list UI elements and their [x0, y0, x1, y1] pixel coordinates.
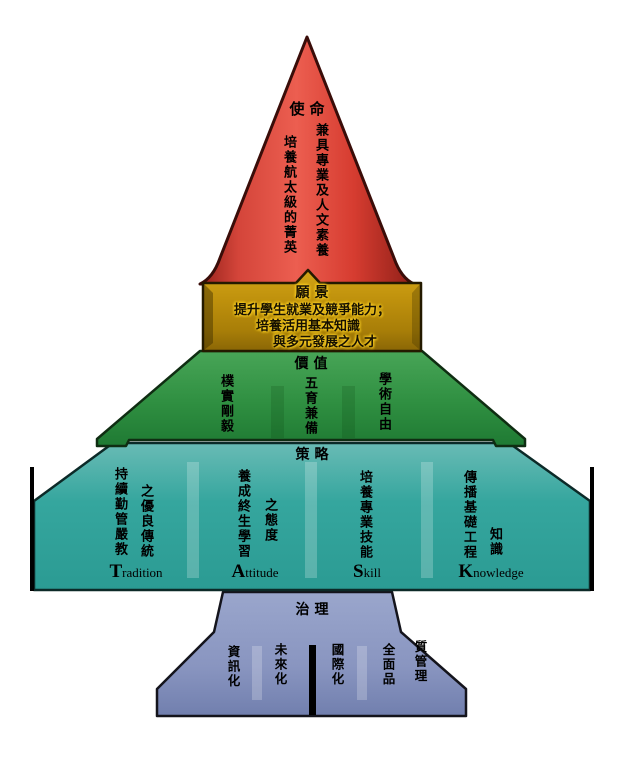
governance-title: 治理: [295, 601, 334, 617]
governance-item-4-right: 質管理: [412, 640, 427, 684]
strategy-col4-secondary: 知識: [488, 527, 503, 557]
strategy-divider-1-stripe: [187, 462, 199, 578]
label-knowledge-initial: K: [458, 561, 474, 582]
strategy-col1-secondary: 之優良傳統: [139, 484, 154, 559]
label-knowledge-rest: nowledge: [473, 565, 524, 580]
governance-item-4-left: 全面品: [380, 643, 395, 687]
strategy-divider-2-stripe: [305, 462, 317, 578]
label-attitude: Attitude: [208, 562, 302, 581]
strategy-col2-primary: 養成終生學習: [236, 469, 251, 559]
values-divider-2-stripe: [342, 386, 355, 438]
label-attitude-initial: A: [231, 561, 246, 582]
vision-line-3: 與多元發展之人才: [272, 334, 377, 349]
vision-band-right-bevel: [412, 284, 420, 350]
governance-item-1: 資訊化: [225, 645, 240, 689]
governance-center-divider: [309, 645, 316, 715]
label-skill-rest: kill: [363, 565, 381, 580]
values-item-1: 樸實剛毅: [219, 374, 234, 434]
label-skill-initial: S: [353, 561, 364, 582]
vision-title: 願景: [295, 284, 334, 300]
values-trapezoid-shape: [95, 349, 527, 448]
values-title: 價值: [294, 355, 333, 371]
label-tradition: Tradition: [88, 562, 184, 581]
mission-text-right: 兼具專業及人文素養: [314, 123, 329, 258]
governance-item-3: 國際化: [329, 643, 344, 687]
label-attitude-rest: ttitude: [245, 565, 279, 580]
mission-text-left: 培養航太級的菁英: [282, 135, 297, 255]
strategy-col2-secondary: 之態度: [263, 498, 278, 543]
governance-divider-right-stripe: [357, 646, 367, 700]
mission-title: 使命: [289, 101, 330, 118]
label-knowledge: Knowledge: [440, 562, 542, 581]
strategy-title: 策略: [295, 446, 334, 462]
values-item-2: 五育兼備: [303, 376, 318, 436]
values-divider-1-stripe: [271, 386, 284, 438]
strategy-col1-primary: 持續勤管嚴教: [113, 467, 128, 557]
strategy-divider-3-stripe: [421, 462, 433, 578]
label-tradition-initial: T: [109, 561, 123, 582]
strategy-col4-primary: 傳播基礎工程: [462, 470, 477, 560]
values-item-3: 學術自由: [377, 372, 392, 432]
vision-line-2: 培養活用基本知識: [255, 318, 360, 333]
governance-item-2: 未來化: [272, 643, 287, 687]
vision-band-left-bevel: [204, 284, 213, 350]
strategy-col3-primary: 培養專業技能: [358, 470, 373, 560]
governance-divider-left-stripe: [252, 646, 262, 700]
label-tradition-rest: radition: [122, 565, 163, 580]
vision-band-shape: [201, 268, 423, 353]
mission-cone-shape: [198, 35, 416, 286]
vision-line-1: 提升學生就業及競爭能力；: [233, 302, 390, 317]
label-skill: Skill: [330, 562, 404, 581]
